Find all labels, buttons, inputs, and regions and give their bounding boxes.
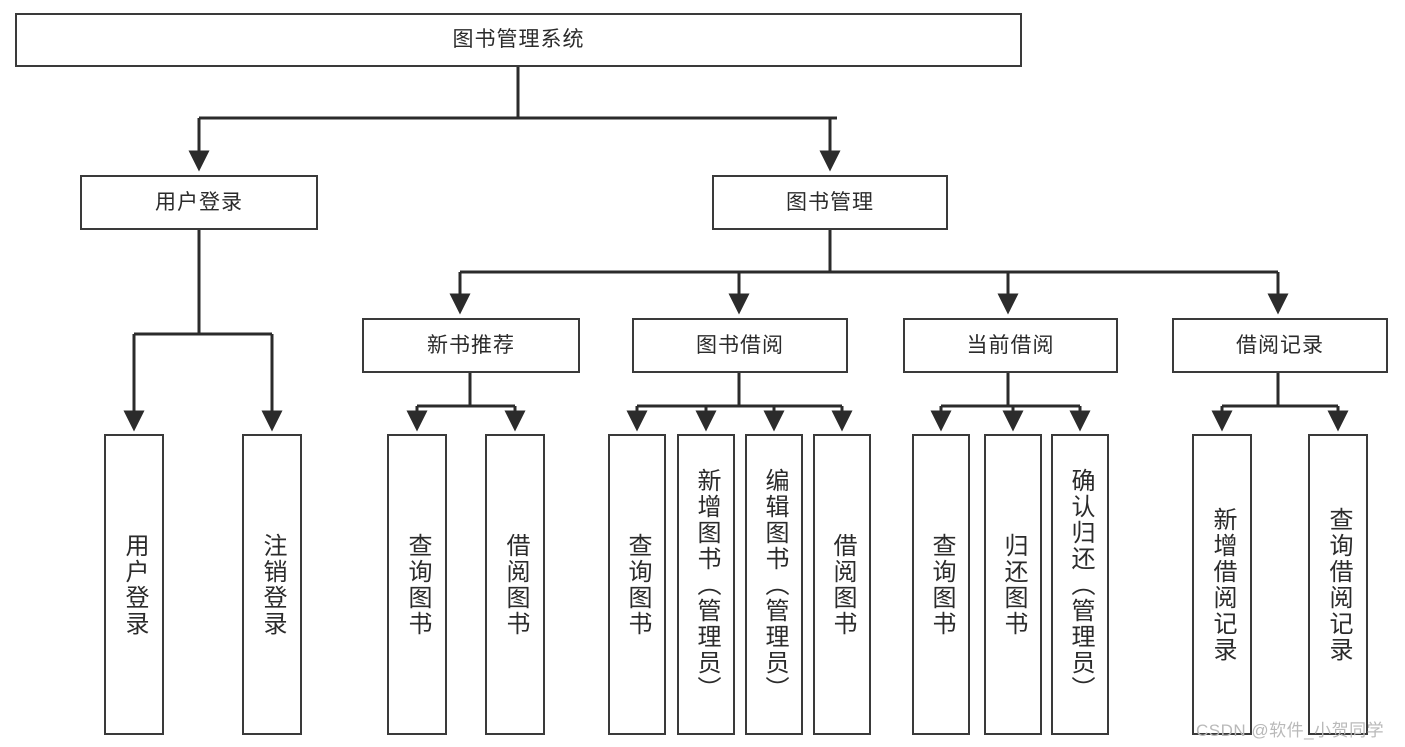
node-book-manage-label: 图书管理 [786, 190, 874, 214]
node-leaf-query-borrow-record-label: 查询借阅记录 [1324, 506, 1352, 663]
node-leaf-query-book-borrow[interactable]: 查询图书 [608, 434, 666, 735]
node-book-manage[interactable]: 图书管理 [712, 175, 948, 230]
node-new-book-recommend[interactable]: 新书推荐 [362, 318, 580, 373]
node-leaf-user-login[interactable]: 用户登录 [104, 434, 164, 735]
node-leaf-query-book-current[interactable]: 查询图书 [912, 434, 970, 735]
node-leaf-query-book-current-label: 查询图书 [927, 532, 955, 637]
node-leaf-edit-book-admin[interactable]: 编辑图书（管理员） [745, 434, 803, 735]
node-book-borrow-label: 图书借阅 [696, 333, 784, 357]
node-leaf-confirm-return-admin-label: 确认归还（管理员） [1066, 467, 1094, 702]
node-leaf-user-login-label: 用户登录 [120, 532, 148, 637]
node-leaf-borrow-book[interactable]: 借阅图书 [813, 434, 871, 735]
node-current-borrow-label: 当前借阅 [966, 333, 1055, 357]
node-leaf-query-book-recommend-label: 查询图书 [403, 532, 431, 637]
node-leaf-return-book[interactable]: 归还图书 [984, 434, 1042, 735]
node-leaf-add-book-admin[interactable]: 新增图书（管理员） [677, 434, 735, 735]
node-root-label: 图书管理系统 [452, 28, 585, 52]
node-user-login[interactable]: 用户登录 [80, 175, 318, 230]
node-leaf-borrow-book-label: 借阅图书 [828, 532, 856, 637]
watermark: CSDN @软件_小贺同学 [1196, 721, 1385, 740]
node-leaf-query-book-recommend[interactable]: 查询图书 [387, 434, 447, 735]
node-current-borrow[interactable]: 当前借阅 [903, 318, 1118, 373]
node-leaf-add-borrow-record-label: 新增借阅记录 [1208, 506, 1236, 663]
node-leaf-query-borrow-record[interactable]: 查询借阅记录 [1308, 434, 1368, 735]
node-leaf-borrow-book-recommend[interactable]: 借阅图书 [485, 434, 545, 735]
node-root[interactable]: 图书管理系统 [15, 13, 1022, 67]
node-borrow-record[interactable]: 借阅记录 [1172, 318, 1388, 373]
node-leaf-edit-book-admin-label: 编辑图书（管理员） [760, 467, 788, 702]
node-new-book-recommend-label: 新书推荐 [427, 333, 515, 357]
node-user-login-label: 用户登录 [155, 190, 243, 214]
node-leaf-logout-login-label: 注销登录 [258, 532, 286, 637]
node-leaf-add-book-admin-label: 新增图书（管理员） [692, 467, 720, 702]
node-borrow-record-label: 借阅记录 [1236, 333, 1324, 357]
node-leaf-query-book-borrow-label: 查询图书 [623, 532, 651, 637]
node-leaf-logout-login[interactable]: 注销登录 [242, 434, 302, 735]
node-leaf-add-borrow-record[interactable]: 新增借阅记录 [1192, 434, 1252, 735]
node-book-borrow[interactable]: 图书借阅 [632, 318, 848, 373]
node-leaf-confirm-return-admin[interactable]: 确认归还（管理员） [1051, 434, 1109, 735]
node-leaf-borrow-book-recommend-label: 借阅图书 [501, 532, 529, 637]
node-leaf-return-book-label: 归还图书 [999, 532, 1027, 637]
